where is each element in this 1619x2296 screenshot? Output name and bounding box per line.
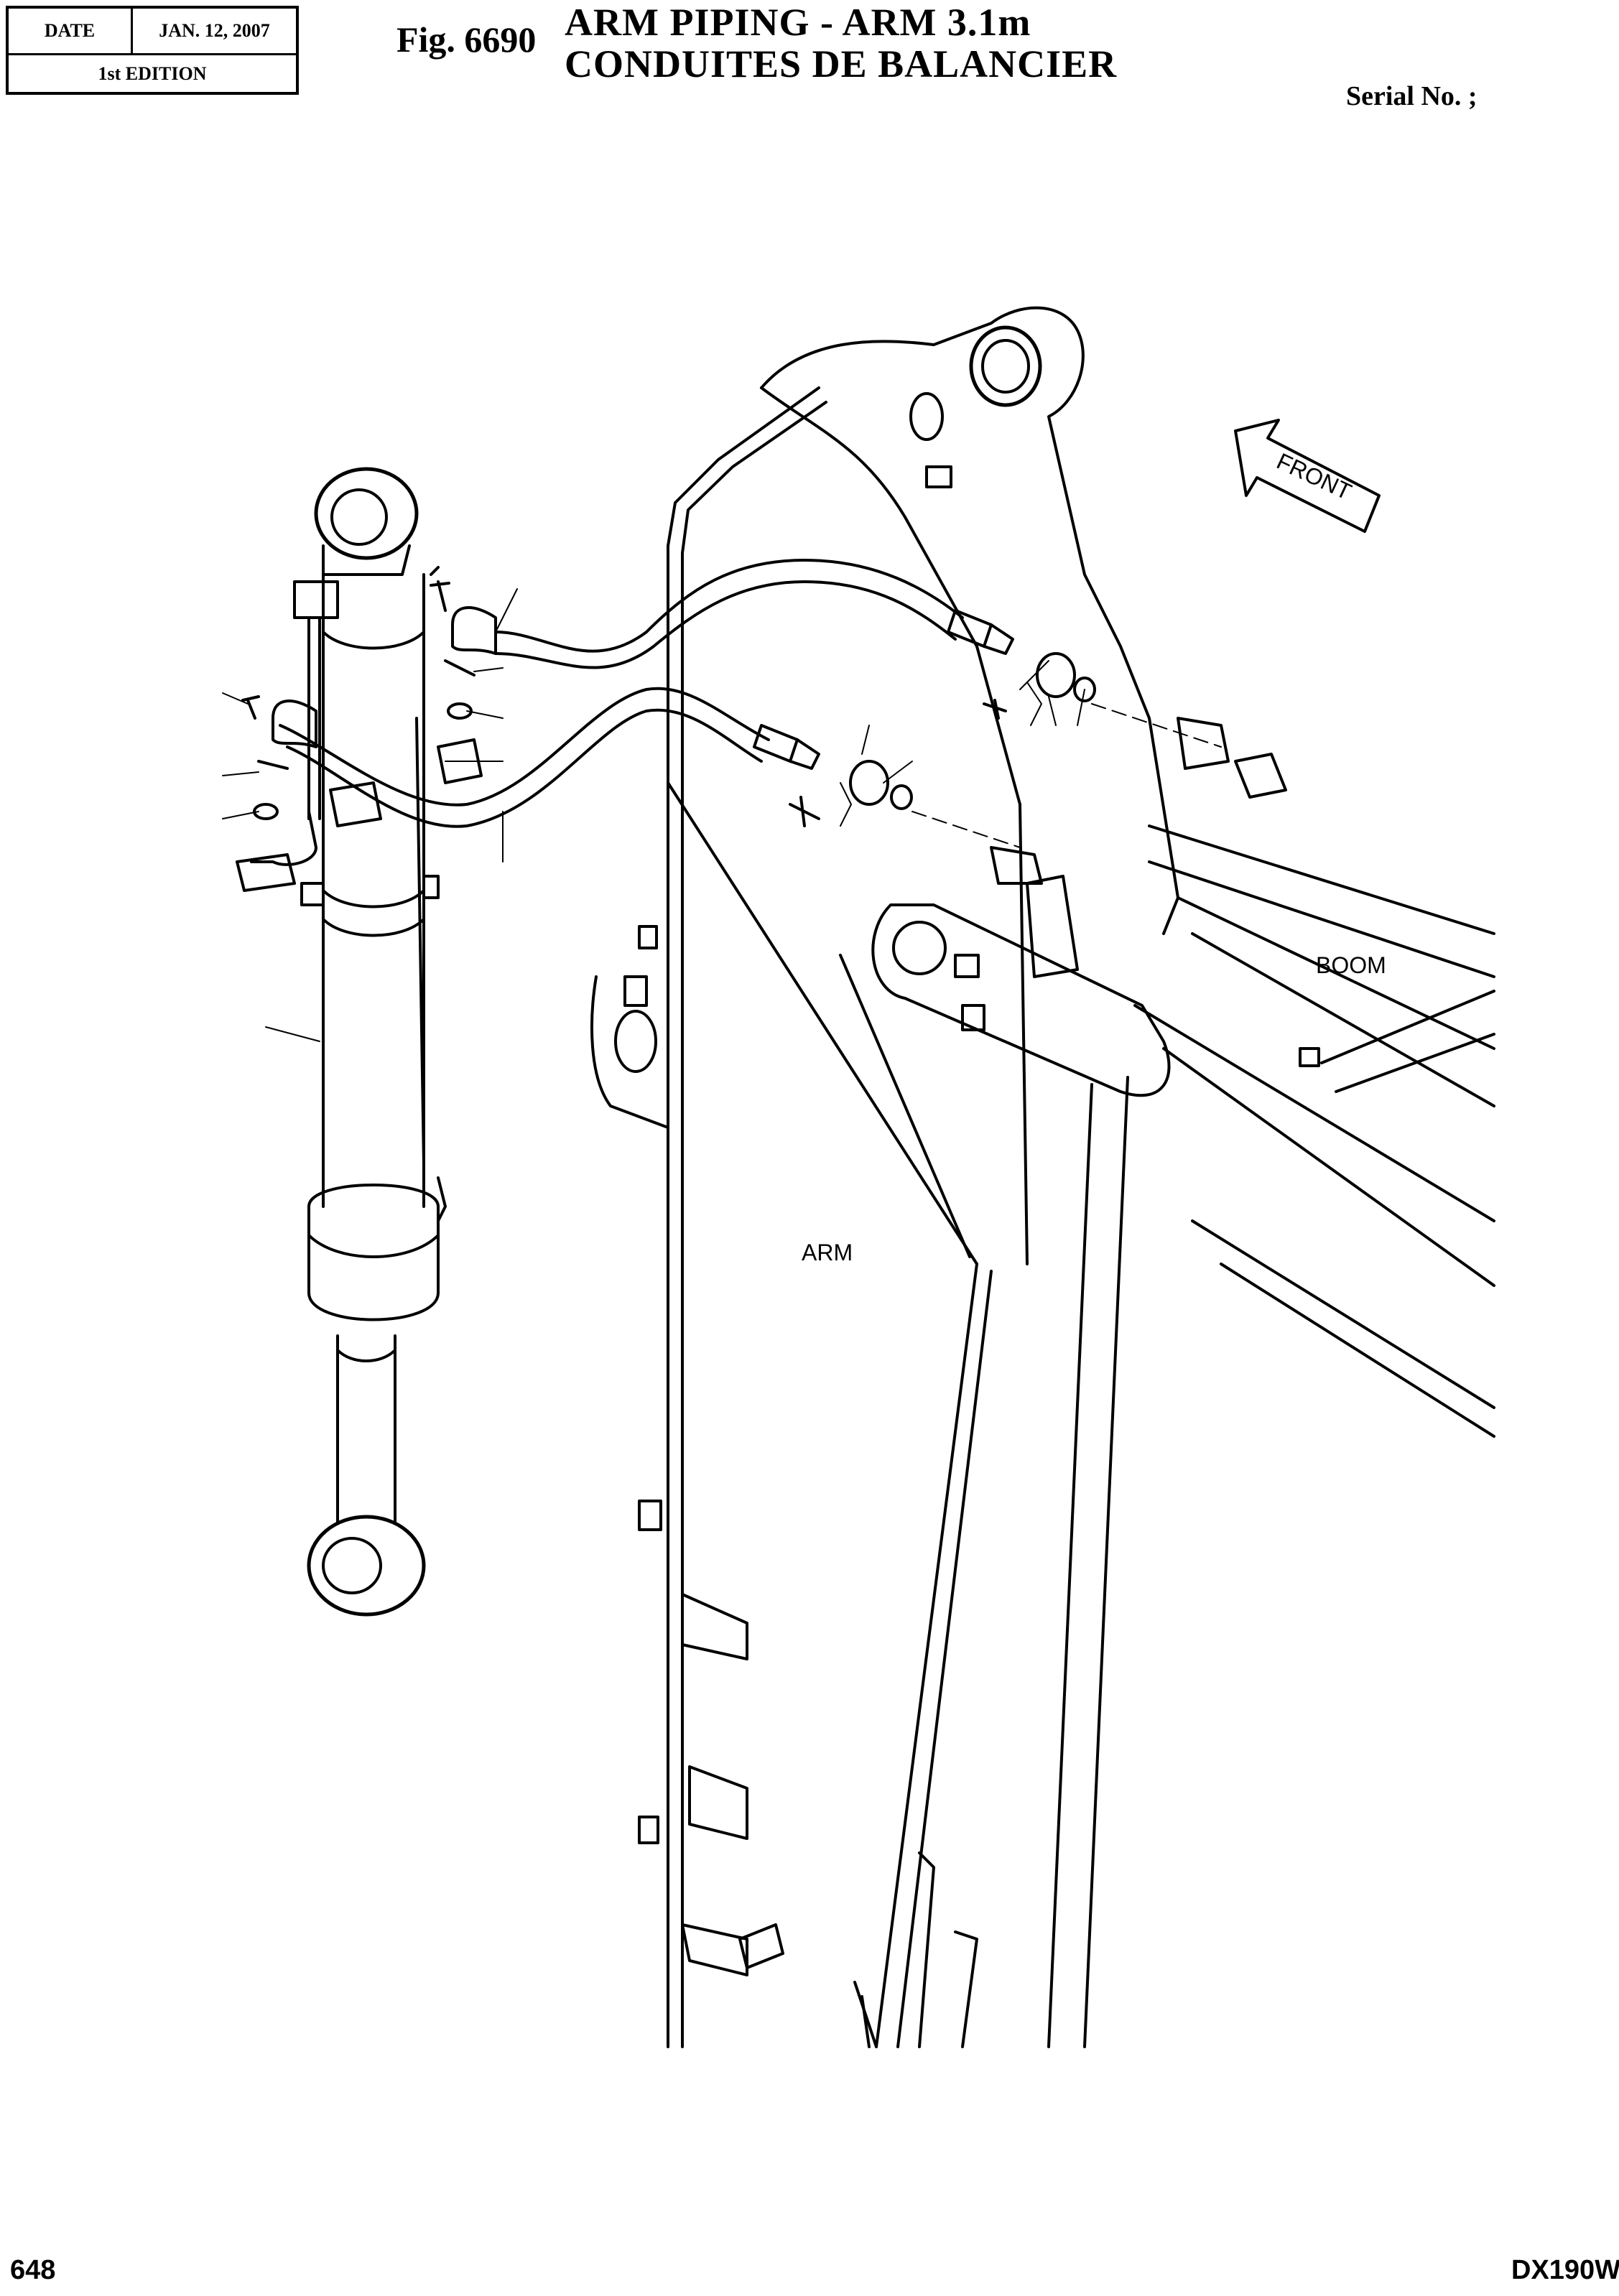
boom-label: BOOM (1316, 952, 1386, 978)
page-number: 648 (10, 2255, 56, 2285)
serial-number-label: Serial No. ; (1346, 81, 1477, 111)
arm-structure (590, 306, 1179, 2048)
date-label: DATE (9, 9, 133, 53)
front-label: FRONT (1273, 448, 1355, 505)
figure-number: Fig. 6690 (396, 19, 537, 60)
boom-structure (871, 717, 1495, 1438)
hydraulic-hoses (279, 559, 1222, 848)
arm-cylinder (236, 467, 497, 1617)
front-direction-arrow: FRONT (1234, 419, 1381, 533)
edition-info-box: DATE JAN. 12, 2007 1st EDITION (6, 6, 299, 95)
date-value: JAN. 12, 2007 (159, 20, 270, 41)
arm-label: ARM (802, 1240, 853, 1265)
edition-label: 1st EDITION (98, 63, 207, 84)
callout-leaders (222, 588, 1085, 1042)
date-row: DATE JAN. 12, 2007 (9, 9, 296, 55)
page-title: ARM PIPING - ARM 3.1m (565, 1, 1031, 44)
model-number: DX190W (1511, 2255, 1619, 2285)
page-subtitle: CONDUITES DE BALANCIER (565, 42, 1118, 85)
